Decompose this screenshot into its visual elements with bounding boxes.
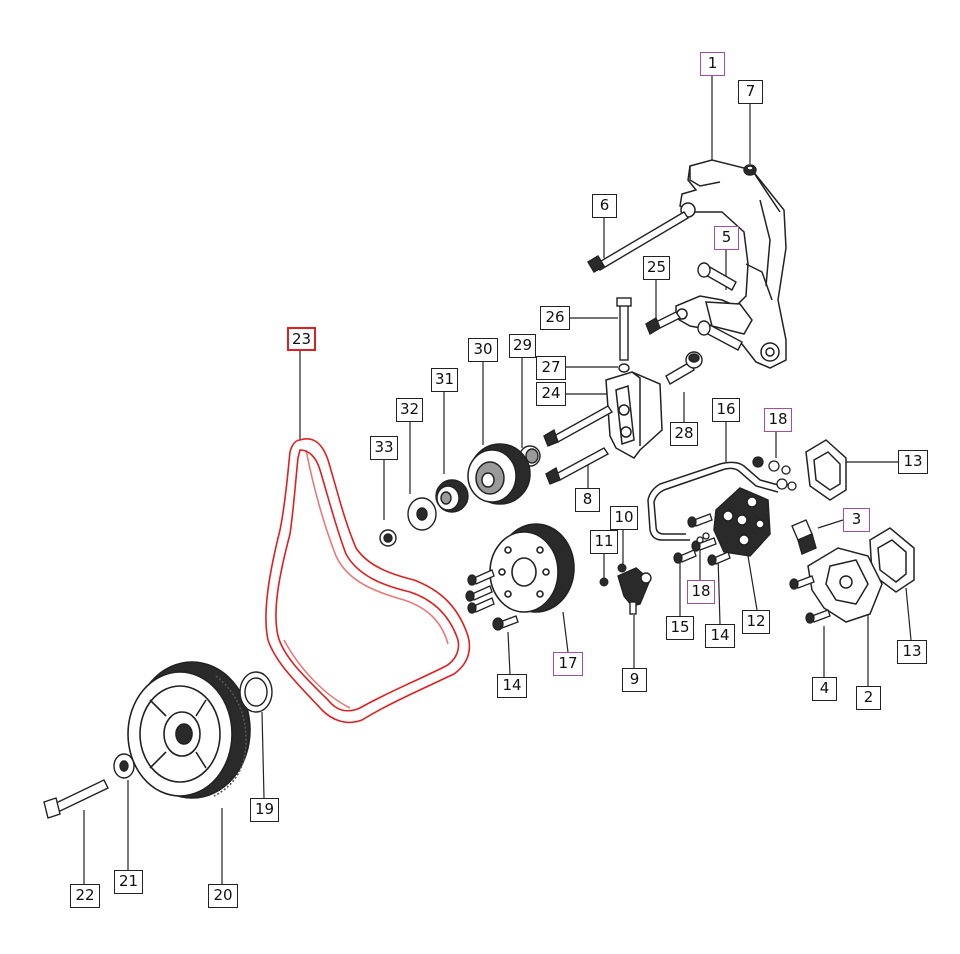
washer-21 bbox=[113, 753, 135, 779]
long-bolt-6 bbox=[587, 211, 689, 273]
callout-16[interactable]: 16 bbox=[712, 398, 740, 422]
washer-32 bbox=[407, 497, 437, 531]
callout-19[interactable]: 19 bbox=[250, 798, 279, 822]
bolts-4 bbox=[789, 575, 831, 624]
nut-33 bbox=[379, 529, 397, 547]
callout-24[interactable]: 24 bbox=[536, 382, 566, 406]
callout-14-right[interactable]: 14 bbox=[705, 624, 735, 648]
callout-12[interactable]: 12 bbox=[742, 610, 770, 634]
callout-21[interactable]: 21 bbox=[114, 870, 143, 894]
callout-8[interactable]: 8 bbox=[575, 488, 600, 512]
sensor-9 bbox=[617, 567, 652, 615]
bolt-28 bbox=[665, 351, 703, 385]
bolt-26 bbox=[616, 297, 632, 361]
callout-22[interactable]: 22 bbox=[70, 884, 100, 908]
callout-29[interactable]: 29 bbox=[509, 334, 536, 358]
callout-26[interactable]: 26 bbox=[540, 306, 570, 330]
washer-27 bbox=[618, 363, 630, 373]
bolt-25 bbox=[645, 311, 682, 336]
callout-15[interactable]: 15 bbox=[666, 616, 694, 640]
callout-27[interactable]: 27 bbox=[536, 356, 566, 380]
bolts-14-left bbox=[465, 569, 519, 631]
bolt-10 bbox=[617, 563, 627, 573]
bolt-11 bbox=[599, 577, 609, 587]
bearing-31 bbox=[435, 479, 469, 513]
callout-25[interactable]: 25 bbox=[643, 256, 670, 280]
callout-10[interactable]: 10 bbox=[610, 506, 638, 530]
drive-belt-23 bbox=[265, 438, 471, 724]
callout-5[interactable]: 5 bbox=[714, 226, 739, 250]
banjo-bolts-18 bbox=[752, 456, 797, 491]
compressor-pulley-17 bbox=[489, 523, 575, 613]
callout-2[interactable]: 2 bbox=[856, 686, 881, 710]
sensor-3 bbox=[791, 519, 817, 555]
bolts-8 bbox=[543, 405, 614, 485]
idler-pulley-30 bbox=[467, 443, 531, 505]
callout-28[interactable]: 28 bbox=[670, 422, 698, 446]
callout-14-left[interactable]: 14 bbox=[497, 674, 527, 698]
callout-18-lower[interactable]: 18 bbox=[687, 580, 715, 604]
leader-lines bbox=[83, 76, 912, 884]
callout-1[interactable]: 1 bbox=[700, 52, 725, 76]
bolts-5 bbox=[697, 262, 743, 351]
tensioner-bracket-24 bbox=[605, 371, 663, 459]
callout-13-lower[interactable]: 13 bbox=[897, 640, 927, 664]
crankshaft-pulley-20 bbox=[127, 661, 251, 799]
callout-17[interactable]: 17 bbox=[553, 652, 583, 676]
callout-32[interactable]: 32 bbox=[396, 398, 423, 422]
callout-7[interactable]: 7 bbox=[738, 80, 763, 104]
callout-6[interactable]: 6 bbox=[592, 194, 617, 218]
thermostat-housing-2 bbox=[807, 547, 883, 623]
coolant-pipe-16 bbox=[647, 461, 783, 541]
callout-13-upper[interactable]: 13 bbox=[898, 450, 928, 474]
callout-3[interactable]: 3 bbox=[843, 508, 870, 532]
callout-4[interactable]: 4 bbox=[812, 677, 837, 701]
bolt-22 bbox=[43, 779, 109, 819]
callout-9[interactable]: 9 bbox=[622, 668, 647, 692]
gasket-13-lower bbox=[869, 527, 915, 593]
callout-18-upper[interactable]: 18 bbox=[764, 408, 792, 432]
nut-7 bbox=[743, 164, 757, 176]
seal-19 bbox=[239, 671, 273, 713]
flange-bolts bbox=[673, 513, 731, 566]
callout-23[interactable]: 23 bbox=[287, 327, 316, 351]
gasket-13-upper bbox=[805, 439, 847, 501]
callout-30[interactable]: 30 bbox=[468, 338, 498, 362]
flange-12 bbox=[713, 487, 771, 557]
callout-33[interactable]: 33 bbox=[370, 436, 398, 460]
callout-31[interactable]: 31 bbox=[431, 368, 458, 392]
callout-11[interactable]: 11 bbox=[590, 530, 618, 554]
callout-20[interactable]: 20 bbox=[208, 884, 238, 908]
